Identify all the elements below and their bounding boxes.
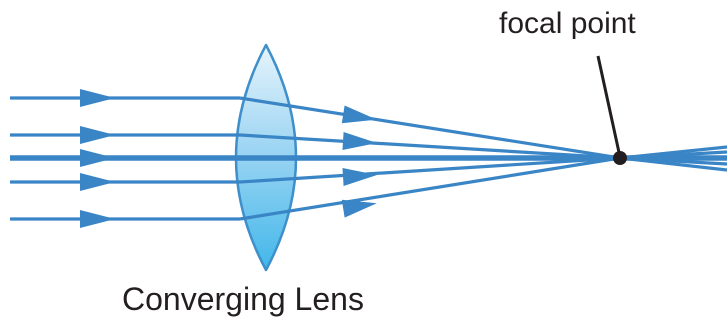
- focal-point-label: focal point: [499, 9, 636, 39]
- arrowhead-in-4: [80, 173, 115, 191]
- arrowhead-in-5: [80, 210, 115, 228]
- focal-pointer-line: [598, 56, 620, 157]
- lens-caption: Converging Lens: [122, 283, 364, 315]
- arrowhead-in-2: [80, 126, 115, 144]
- incoming-arrowheads: [80, 89, 115, 228]
- arrowhead-out-4: [342, 166, 377, 186]
- arrowhead-in-3: [80, 149, 115, 167]
- refracted-ray-2: [240, 135, 727, 158]
- focal-point-dot: [613, 151, 627, 165]
- arrowhead-out-2: [342, 132, 377, 152]
- arrowhead-in-1: [80, 89, 115, 107]
- arrowhead-out-1: [342, 105, 378, 128]
